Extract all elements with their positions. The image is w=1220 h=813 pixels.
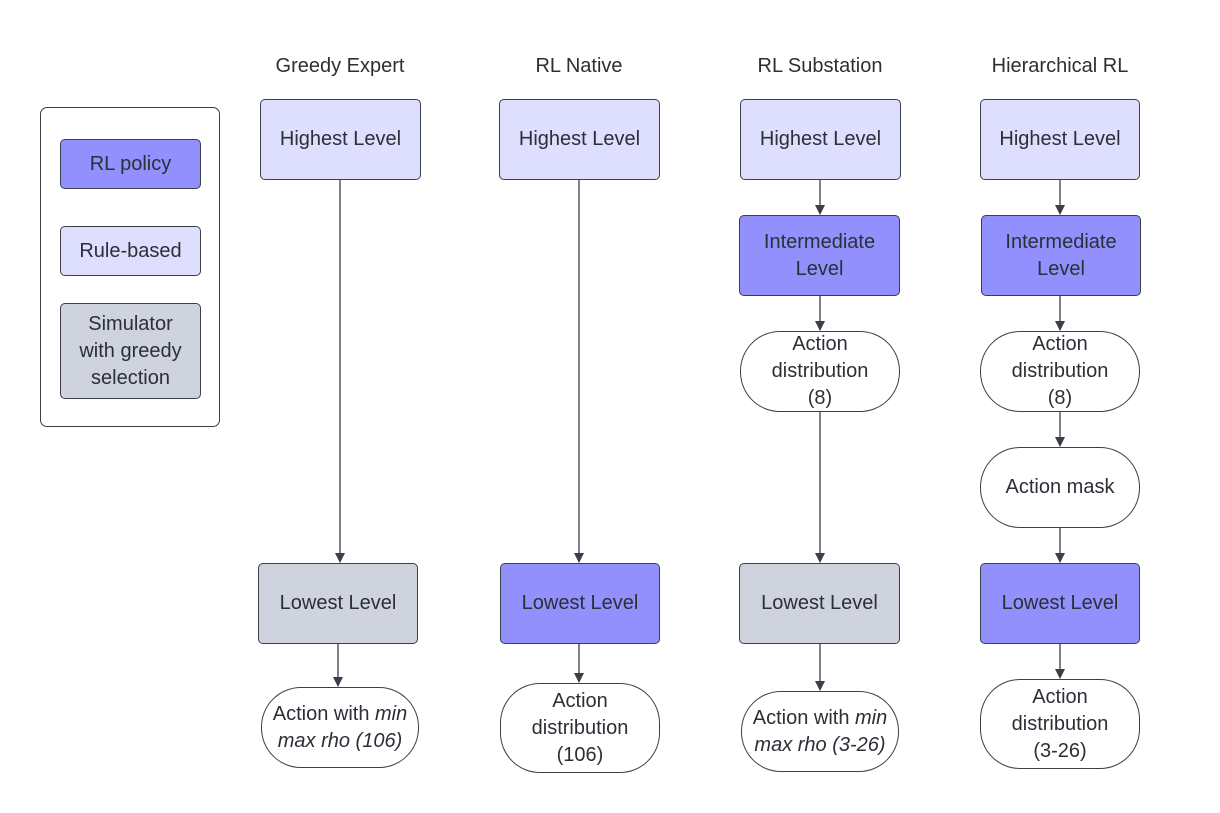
- legend-simulator-line: Simulator: [88, 312, 173, 335]
- greedy-output-line1-italic: min: [375, 702, 408, 725]
- hrl-output-line: Action: [1032, 685, 1088, 708]
- hrl-lowest-level: Lowest Level: [980, 563, 1140, 644]
- sub-output-line1: Action with min: [753, 705, 888, 732]
- greedy-output-line2: max rho (106): [277, 729, 403, 752]
- sub-output-line1-plain: Action with: [752, 706, 856, 729]
- legend-rule-based-label: Rule-based: [79, 239, 182, 262]
- sub-highest-level: Highest Level: [740, 99, 901, 180]
- native-output-line: Action: [552, 689, 608, 712]
- sub-distribution-line: distribution: [771, 360, 869, 382]
- sub-intermediate-line: Intermediate: [763, 230, 876, 253]
- sub-intermediate-line: Level: [795, 257, 844, 280]
- hrl-action-mask: Action mask: [980, 447, 1140, 528]
- column-title-rl-native: RL Native: [535, 55, 623, 77]
- hrl-distribution-line: (8): [1047, 387, 1073, 409]
- hrl-intermediate-line: Intermediate: [1005, 230, 1117, 253]
- sub-output-line2: max rho (3-26): [754, 733, 886, 756]
- hrl-intermediate-level: Intermediate Level: [981, 215, 1141, 296]
- hrl-output-distribution: Action distribution (3-26): [980, 679, 1140, 769]
- greedy-output-line1: Action with min: [273, 701, 408, 728]
- greedy-output-action: Action with min max rho (106): [261, 687, 419, 768]
- column-title-greedy-expert: Greedy Expert: [275, 55, 405, 77]
- legend-simulator: Simulator with greedy selection: [60, 303, 201, 399]
- legend-rule-based: Rule-based: [60, 226, 201, 276]
- sub-distribution-line: (8): [807, 387, 833, 409]
- legend-rl-policy-label: RL policy: [89, 152, 172, 175]
- greedy-output-line1-plain: Action with: [272, 702, 376, 725]
- column-title-rl-substation: RL Substation: [757, 55, 883, 77]
- native-lowest-level: Lowest Level: [500, 563, 660, 644]
- greedy-lowest-level: Lowest Level: [258, 563, 418, 644]
- greedy-lowest-level-label: Lowest Level: [279, 592, 397, 614]
- legend-rl-policy: RL policy: [60, 139, 201, 189]
- hrl-action-distribution: Action distribution (8): [980, 331, 1140, 412]
- hrl-lowest-level-label: Lowest Level: [1001, 592, 1119, 614]
- sub-intermediate-level: Intermediate Level: [739, 215, 900, 296]
- hrl-distribution-line: distribution: [1011, 360, 1109, 382]
- sub-distribution-line: Action: [792, 333, 848, 355]
- sub-output-line1-italic: min: [855, 706, 888, 729]
- hrl-highest-level-label: Highest Level: [999, 128, 1121, 150]
- native-output-line: distribution: [531, 716, 629, 739]
- column-title-hierarchical-rl: Hierarchical RL: [991, 55, 1129, 77]
- legend-simulator-line: with greedy: [79, 339, 182, 362]
- native-highest-level: Highest Level: [499, 99, 660, 180]
- greedy-highest-level: Highest Level: [260, 99, 421, 180]
- native-highest-level-label: Highest Level: [518, 128, 641, 150]
- hrl-distribution-line: Action: [1032, 333, 1088, 355]
- sub-lowest-level-label: Lowest Level: [761, 592, 878, 614]
- sub-lowest-level: Lowest Level: [739, 563, 900, 644]
- sub-output-action: Action with min max rho (3-26): [741, 691, 899, 772]
- greedy-highest-level-label: Highest Level: [279, 128, 402, 150]
- legend-simulator-line: selection: [91, 366, 170, 389]
- sub-highest-level-label: Highest Level: [759, 128, 882, 150]
- sub-action-distribution: Action distribution (8): [740, 331, 900, 412]
- hrl-output-line: (3-26): [1033, 739, 1087, 762]
- native-output-line: (106): [556, 743, 604, 766]
- hrl-action-mask-label: Action mask: [1005, 476, 1115, 498]
- hrl-output-line: distribution: [1011, 712, 1109, 735]
- hrl-highest-level: Highest Level: [980, 99, 1140, 180]
- native-lowest-level-label: Lowest Level: [521, 592, 639, 614]
- native-output-distribution: Action distribution (106): [500, 683, 660, 773]
- hrl-intermediate-line: Level: [1037, 257, 1085, 280]
